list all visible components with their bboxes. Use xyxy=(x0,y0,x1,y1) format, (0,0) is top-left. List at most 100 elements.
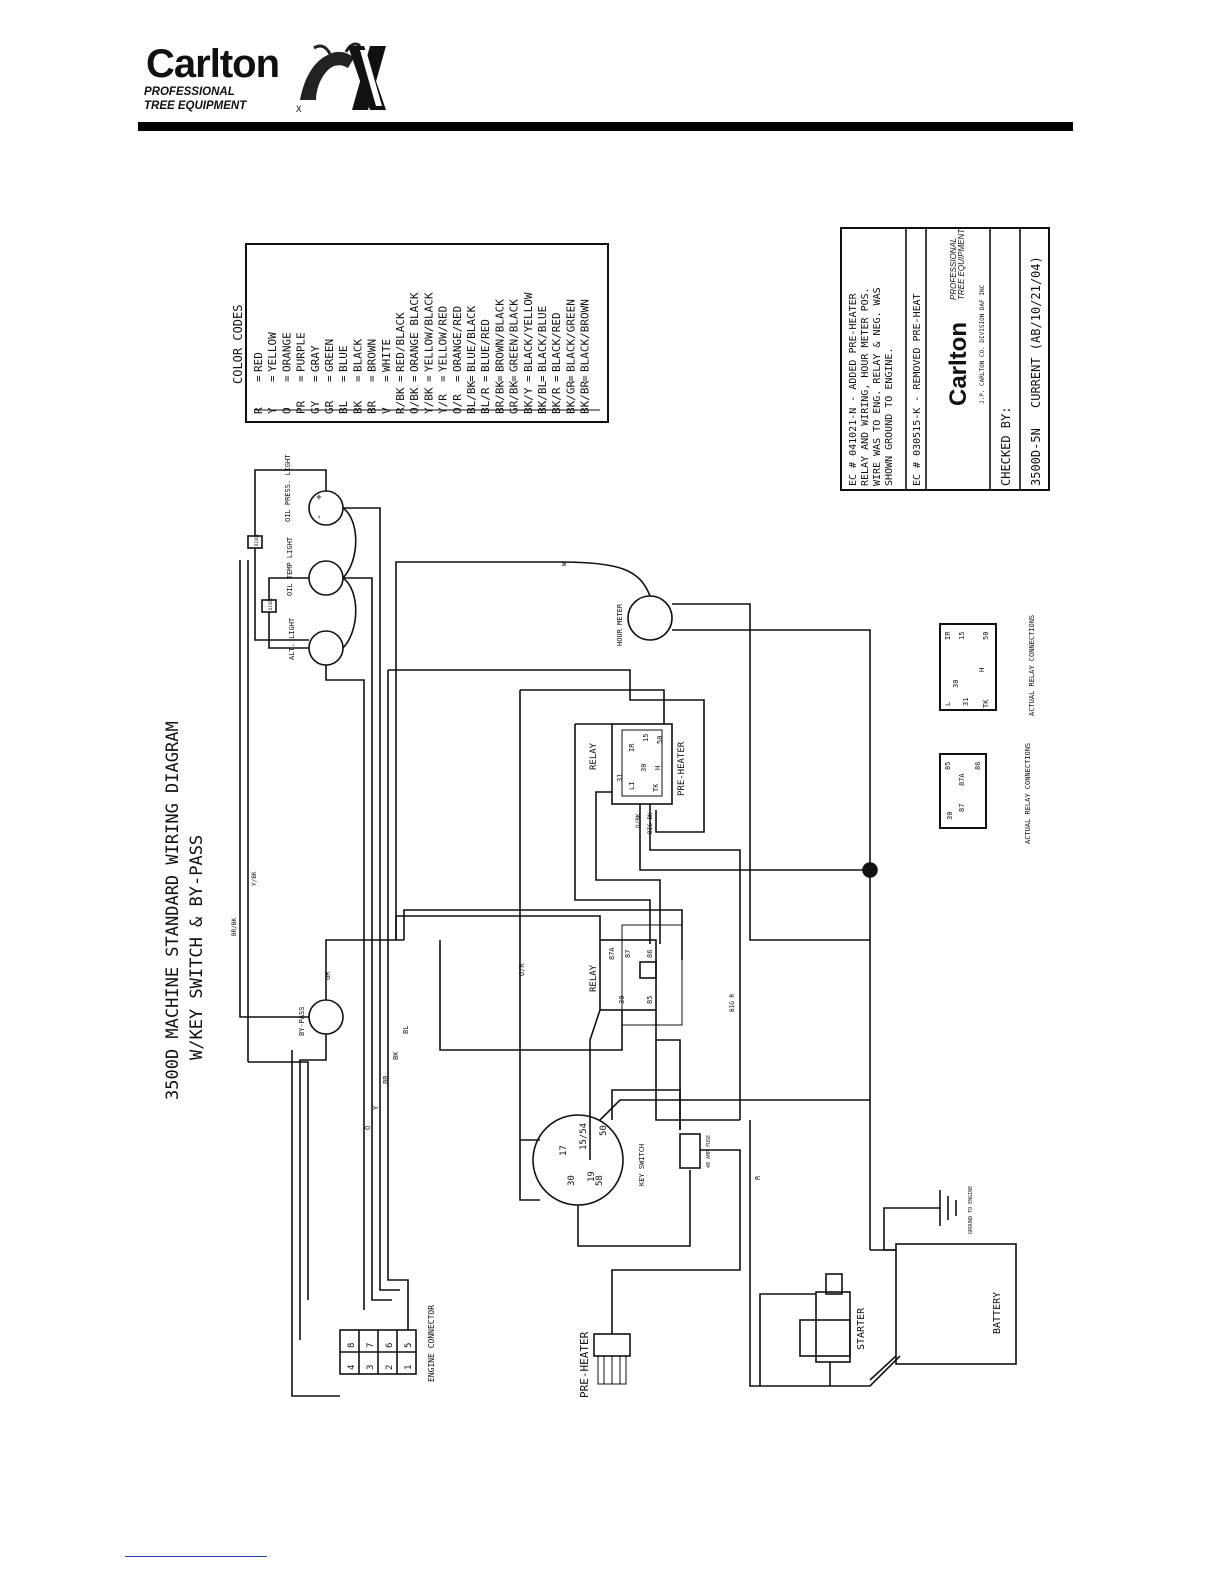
label-key-switch: KEY SWITCH xyxy=(638,1144,646,1186)
revision-company-sub: J.P. CARLTON CO. DIVISION DAF INC xyxy=(979,284,986,404)
pin-r-87: 87 xyxy=(624,950,632,958)
color-code-name: BROWN xyxy=(366,339,379,372)
color-code-abbr: O xyxy=(280,407,293,414)
color-code-eq: = xyxy=(309,375,322,382)
color-code-name: ORANGE xyxy=(280,332,293,372)
color-code-eq: = xyxy=(408,375,421,382)
wire-big-bk: BIG BK xyxy=(647,812,654,834)
label-ground-note: GROUND TO ENGINE xyxy=(968,1186,974,1234)
label-relay-mid: RELAY xyxy=(589,964,599,992)
pin-b-l: L xyxy=(944,702,952,706)
color-code-name: ORANGE BLACK xyxy=(408,292,421,372)
color-code-name: YELLOW/BLACK xyxy=(422,292,435,372)
pin-p-h: H xyxy=(654,766,662,770)
wire-br: BR xyxy=(382,1075,390,1084)
revision-block xyxy=(840,227,1050,491)
wire-bk: BK xyxy=(392,1051,400,1060)
logo-tagline-1: PROFESSIONAL xyxy=(144,86,235,98)
pin-r-30: 30 xyxy=(618,996,626,1004)
pin-ec-5: 5 xyxy=(404,1343,414,1348)
color-code-abbr: GR/BK xyxy=(508,381,521,414)
color-code-abbr: BK/Y xyxy=(522,387,535,414)
pin-b-h: H xyxy=(978,668,986,672)
plus-sign: + xyxy=(314,494,325,500)
logo-brand: Carlton xyxy=(146,42,280,86)
color-code-name: BLACK/GREEN xyxy=(564,299,577,372)
label-hour-meter: HOUR METER xyxy=(616,603,624,646)
checked-by: CHECKED BY: xyxy=(999,407,1013,486)
color-code-abbr: GR xyxy=(323,400,336,414)
color-code-abbr: R/BK xyxy=(394,387,407,414)
color-code-name: WHITE xyxy=(380,339,393,372)
pin-a-85: 85 xyxy=(944,762,952,770)
label-oil-temp-light: OIL TEMP LIGHT xyxy=(286,536,294,596)
fuse xyxy=(679,1133,701,1169)
color-code-abbr: BK xyxy=(351,400,364,414)
color-code-name: BLACK/BLUE xyxy=(536,306,549,372)
color-code-abbr: BK/GR xyxy=(564,381,577,414)
color-code-eq: = xyxy=(252,375,265,382)
pre-heater xyxy=(593,1333,631,1357)
color-code-eq: = xyxy=(351,375,364,382)
hour-meter xyxy=(627,595,673,641)
color-code-name: BLACK xyxy=(351,339,364,372)
color-code-eq: = xyxy=(451,375,464,382)
color-code-eq: = xyxy=(579,375,592,382)
label-diode-2: DIODE xyxy=(268,597,273,610)
wire-big-r: BIG R xyxy=(729,994,736,1012)
color-code-name: BLUE xyxy=(337,346,350,373)
wire-bl: BL xyxy=(402,1026,410,1034)
color-code-name: RED xyxy=(252,352,265,372)
pin-ks-17: 17 xyxy=(559,1145,569,1156)
label-engine-connector: ENGINE CONNECTOR xyxy=(427,1305,436,1382)
revision-company-tag1: PROFESSIONAL xyxy=(949,238,958,300)
color-code-abbr: BK/R xyxy=(550,387,563,414)
wire-o-bk: O/BK xyxy=(635,813,642,828)
pin-ks-15-54: 15/54 xyxy=(579,1123,589,1150)
pin-ks-19: 19 xyxy=(587,1171,597,1182)
color-code-eq: = xyxy=(366,375,379,382)
color-code-eq: = xyxy=(564,375,577,382)
label-pre-heater: PRE-HEATER xyxy=(578,1331,591,1398)
by-pass-switch xyxy=(308,999,344,1035)
footer-link-line xyxy=(125,1556,267,1557)
color-code-name: YELLOW/RED xyxy=(437,306,450,372)
color-code-eq: = xyxy=(465,375,478,382)
pin-a-87a: 87A xyxy=(958,773,966,786)
pre-heater-relay xyxy=(611,723,673,805)
pin-ec-4: 4 xyxy=(347,1365,357,1370)
pin-a-86: 86 xyxy=(974,762,982,770)
key-switch xyxy=(532,1114,624,1206)
color-code-abbr: O/BK xyxy=(408,387,421,414)
label-by-pass: BY-PASS xyxy=(298,1006,306,1036)
pin-r-85: 85 xyxy=(646,996,654,1004)
wire-w: W xyxy=(561,562,568,566)
color-code-eq: = xyxy=(323,375,336,382)
pin-p-tk: TK xyxy=(652,783,660,792)
wire-o: O xyxy=(364,1126,372,1130)
part-number: 3500D-5N xyxy=(1029,428,1043,486)
color-code-eq: = xyxy=(437,375,450,382)
label-pre-heater-relay: PRE-HEATER xyxy=(677,741,687,796)
color-code-eq: = xyxy=(380,375,393,382)
color-code-abbr: Y/BK xyxy=(422,387,435,414)
pin-b-tk: TK xyxy=(982,699,990,708)
pin-r-86: 86 xyxy=(646,950,654,958)
color-code-name: YELLOW xyxy=(266,332,279,372)
color-code-abbr: BR xyxy=(366,400,379,414)
starter-solenoid xyxy=(799,1319,851,1357)
color-code-name: PURPLE xyxy=(295,332,308,372)
revision-company: Carlton xyxy=(945,322,972,406)
pin-ks-50: 50 xyxy=(599,1125,609,1136)
label-starter: STARTER xyxy=(856,1307,867,1350)
alt-light xyxy=(308,630,344,666)
pin-ec-2: 2 xyxy=(385,1365,395,1370)
pin-p-30: 30 xyxy=(640,764,648,772)
color-code-eq: = xyxy=(550,375,563,382)
label-diode-1: DIODE xyxy=(254,533,259,546)
revision-company-tag2: TREE EQUIPMENT xyxy=(957,228,966,300)
pin-a-87: 87 xyxy=(958,804,966,812)
color-code-name: BROWN/BLACK xyxy=(493,299,506,372)
color-code-abbr: GY xyxy=(309,400,322,414)
pin-p-15: 15 xyxy=(642,734,650,742)
